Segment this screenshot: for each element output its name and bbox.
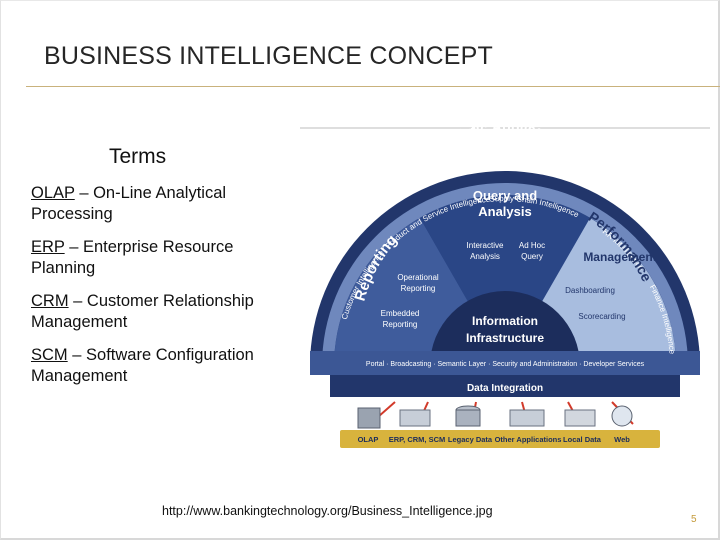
image-source-url: http://www.bankingtechnology.org/Busines…: [162, 504, 493, 518]
query-analysis-label-1: Query and: [473, 188, 537, 203]
operational-reporting-label-2: Reporting: [401, 284, 436, 293]
dashboarding-label: Dashboarding: [565, 286, 615, 295]
term-scm: SCM – Software Configuration Management: [31, 345, 271, 387]
source-label: Other Applications: [495, 435, 562, 444]
interactive-analysis-label-1: Interactive: [467, 241, 504, 250]
term-abbr: CRM: [31, 292, 69, 310]
source-label: OLAP: [358, 435, 379, 444]
term-abbr: ERP: [31, 238, 65, 256]
interactive-analysis-label-2: Analysis: [470, 252, 500, 261]
term-olap: OLAP – On-Line Analytical Processing: [31, 183, 271, 225]
source-label: Web: [614, 435, 630, 444]
local-data-icon: [564, 409, 596, 427]
term-abbr: OLAP: [31, 184, 75, 202]
term-definition: – On-Line Analytical Processing: [31, 184, 227, 223]
source-icons: [357, 405, 633, 429]
management-label: Management: [583, 250, 656, 264]
portal-band: [310, 351, 700, 375]
term-abbr: SCM: [31, 346, 68, 364]
info-infrastructure-dome: [430, 291, 580, 366]
term-definition: – Software Configuration Management: [31, 346, 254, 385]
slide-title: BUSINESS INTELLIGENCE CONCEPT: [44, 42, 493, 70]
data-sources-bar: [340, 430, 660, 448]
data-integration-label: Data Integration: [467, 383, 543, 394]
bi-concept-diagram: Analytic Applications Customer Intellige…: [300, 126, 710, 462]
source-label: ERP, CRM, SCM: [389, 435, 446, 444]
olap-cube-icon: [357, 407, 381, 429]
portal-band-label: Portal · Broadcasting · Semantic Layer ·…: [366, 361, 645, 368]
term-crm: CRM – Customer Relationship Management: [31, 291, 271, 333]
information-infrastructure-label-1: Information: [472, 314, 538, 328]
query-sector: [420, 195, 590, 366]
other-applications-grid-icon: [509, 409, 545, 427]
adhoc-query-label-1: Ad Hoc: [519, 241, 545, 250]
query-analysis-label-2: Analysis: [478, 204, 531, 219]
operational-reporting-label-1: Operational: [397, 273, 439, 282]
adhoc-query-label-2: Query: [521, 252, 543, 261]
scorecarding-label: Scorecarding: [578, 312, 625, 321]
web-globe-icon: [611, 405, 633, 427]
term-erp: ERP – Enterprise Resource Planning: [31, 237, 271, 279]
title-divider: [26, 86, 720, 87]
term-definition: – Enterprise Resource Planning: [31, 238, 234, 277]
source-label: Local Data: [563, 435, 602, 444]
embedded-reporting-label-1: Embedded: [381, 309, 420, 318]
embedded-reporting-label-2: Reporting: [383, 320, 418, 329]
term-definition: – Customer Relationship Management: [31, 292, 254, 331]
page-number: 5: [691, 514, 697, 525]
source-label: Legacy Data: [448, 435, 493, 444]
information-infrastructure-label-2: Infrastructure: [466, 331, 544, 345]
erp-grid-icon: [399, 409, 431, 427]
data-integration-band: [330, 375, 680, 397]
terms-heading: Terms: [109, 145, 167, 168]
